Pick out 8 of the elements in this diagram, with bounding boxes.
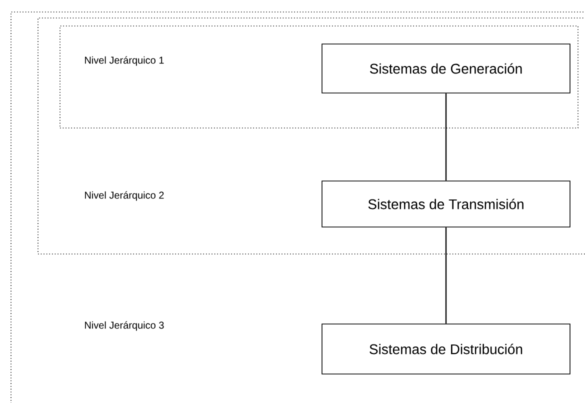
level-label: Nivel Jerárquico 3 <box>85 321 164 331</box>
connector-line <box>445 93 447 181</box>
level-label: Nivel Jerárquico 2 <box>85 191 164 201</box>
level-label: Nivel Jerárquico 1 <box>85 56 164 66</box>
system-box: Sistemas de Transmisión <box>322 180 570 228</box>
connector-line <box>445 227 447 324</box>
system-box: Sistemas de Distribución <box>322 324 570 374</box>
system-box: Sistemas de Generación <box>322 44 570 94</box>
